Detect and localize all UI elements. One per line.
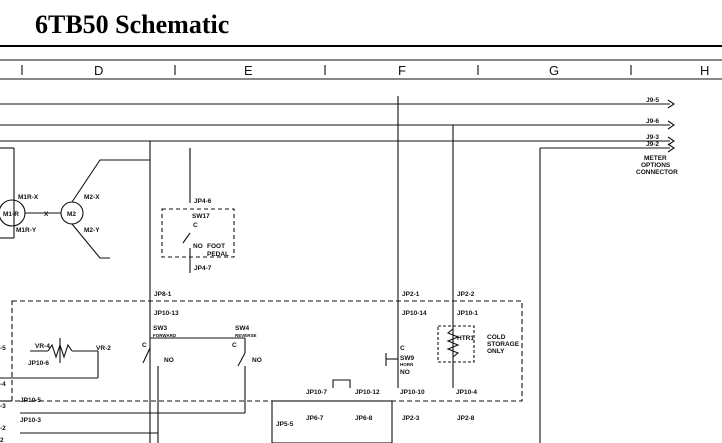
meter-label: METER <box>644 155 667 162</box>
bottom-connector-block <box>271 400 393 443</box>
pin-label: JP2-1 <box>402 291 420 298</box>
switch-label: NO <box>252 357 262 364</box>
edge-mark: -2 <box>0 425 6 432</box>
switch-sublabel: REVERSE <box>235 333 257 338</box>
switch-blade <box>142 347 151 364</box>
connector-arrow <box>667 143 675 153</box>
column-e-label: E <box>244 63 253 78</box>
connector-label: J9-3 <box>646 134 659 141</box>
pin-label: JP4-6 <box>194 198 212 205</box>
pin-label: JP6-7 <box>306 415 324 422</box>
pin-label: JP10-7 <box>306 389 327 396</box>
heater-resistor <box>446 328 460 358</box>
pin-label: JP10-12 <box>355 389 380 396</box>
title-rule <box>0 45 722 47</box>
connector-label: J9-5 <box>646 97 659 104</box>
vr-label: VR-4 <box>35 343 50 350</box>
meter-label: OPTIONS <box>641 162 671 169</box>
switch-label: NO <box>164 357 174 364</box>
pin-label: JP10-10 <box>400 389 425 396</box>
foot-pedal-label: PEDAL <box>207 251 229 258</box>
pin-label: JP4-7 <box>194 265 212 272</box>
pin-label: JP10-4 <box>456 389 477 396</box>
motor-label: M2-X <box>84 194 100 201</box>
wire <box>71 159 150 203</box>
pin-label: JP5-5 <box>276 421 294 428</box>
pin-label: JP10-6 <box>28 360 49 367</box>
pin-label: JP2-2 <box>457 291 475 298</box>
pin-label: JP2-3 <box>402 415 420 422</box>
pin-label: JP10-14 <box>402 310 427 317</box>
column-f-label: F <box>398 63 406 78</box>
pin-label: JP10-3 <box>20 417 41 424</box>
pin-label: JP10-1 <box>457 310 478 317</box>
connector-label: J9-2 <box>646 141 659 148</box>
main-board-box <box>11 300 523 402</box>
foot-pedal-label: FOOT <box>207 243 225 250</box>
motor-m1-label: M1-R <box>3 211 19 218</box>
foot-pedal-box <box>161 208 235 258</box>
switch-label: C <box>142 342 147 349</box>
motor-label: M1R-X <box>18 194 39 201</box>
column-d-label: D <box>94 63 103 78</box>
switch-blade <box>237 352 246 367</box>
heater-note: ONLY <box>487 348 505 355</box>
switch-label: C <box>400 345 405 352</box>
column-g-label: G <box>549 63 559 78</box>
wire <box>71 223 110 259</box>
page-title: 6TB50 Schematic <box>35 10 230 39</box>
connector-arrow <box>667 99 675 109</box>
heater-note: STORAGE <box>487 341 520 348</box>
switch-label: SW17 <box>192 213 210 220</box>
heater-note: COLD <box>487 334 506 341</box>
switch-label: C <box>193 222 198 229</box>
pin-label: JP2-8 <box>457 415 475 422</box>
switch-label: NO <box>193 243 203 250</box>
connector-label: J9-6 <box>646 118 659 125</box>
connector-arrow <box>667 136 675 146</box>
motor-label: M1R-Y <box>16 227 37 234</box>
edge-mark: -5 <box>0 345 6 352</box>
motor-m2-label: M2 <box>67 211 76 218</box>
vr-label: VR-2 <box>96 345 111 352</box>
switch-label: SW3 <box>153 325 167 332</box>
edge-mark: -3 <box>0 403 6 410</box>
switch-sublabel: HORN <box>400 362 413 367</box>
switch-blade <box>182 232 191 244</box>
edge-mark: -4 <box>0 381 6 388</box>
meter-label: CONNECTOR <box>636 169 678 176</box>
pin-label: JP8-1 <box>154 291 172 298</box>
switch-sublabel: FORWARD <box>153 333 177 338</box>
motor-label: M2-Y <box>84 227 100 234</box>
pin-label: JP10-5 <box>20 397 41 404</box>
pin-label: JP6-8 <box>355 415 373 422</box>
switch-label: NO <box>400 369 410 376</box>
wire <box>332 379 351 388</box>
motor-cross-label: X <box>44 211 49 218</box>
edge-mark: 2 <box>0 437 4 443</box>
pin-label: JP10-13 <box>154 310 179 317</box>
column-h-label: H <box>700 63 709 78</box>
schematic-diagram: D E F G H J9-5 J9-6 J9-3 J9-2 METER OPTI… <box>0 59 722 443</box>
connector-arrow <box>667 120 675 130</box>
switch-label: SW9 <box>400 355 414 362</box>
switch-label: SW4 <box>235 325 249 332</box>
heater-label: HTR1 <box>457 335 474 342</box>
heater-box <box>437 325 475 363</box>
switch-label: C <box>232 342 237 349</box>
